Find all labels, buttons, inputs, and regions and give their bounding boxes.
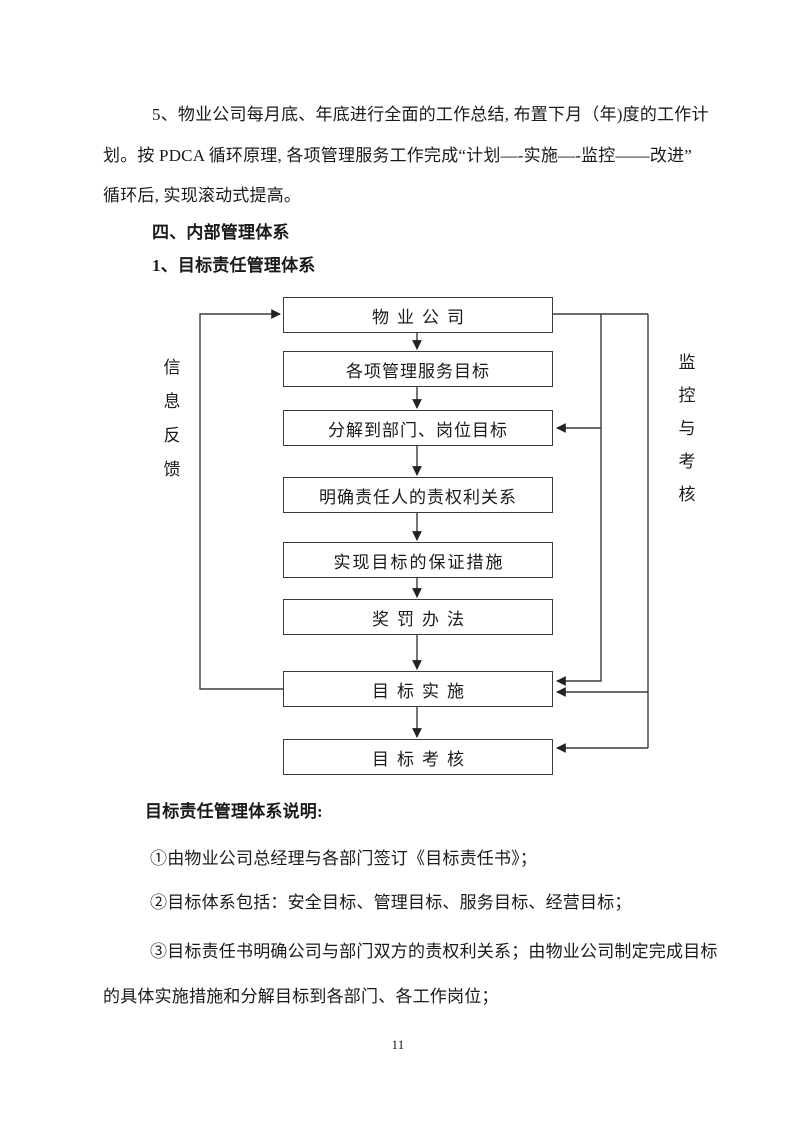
feedback-vertical-label: 信息反馈 <box>163 358 181 479</box>
notes-item-3-line-2: 的具体实施措施和分解目标到各部门、各工作岗位； <box>103 987 499 1006</box>
feedback-loop-line <box>199 309 283 690</box>
flow-box-goal-implementation: 目标实施 <box>283 671 553 707</box>
flow-box-reward-punishment: 奖罚办法 <box>283 599 553 635</box>
page-number: 11 <box>391 1037 405 1052</box>
flow-box-goal-assessment: 目标考核 <box>283 739 553 775</box>
flow-box-responsibility-relations: 明确责任人的责权利关系 <box>283 477 553 513</box>
flow-box-service-goals: 各项管理服务目标 <box>283 351 553 387</box>
notes-item-2: ②目标体系包括：安全目标、管理目标、服务目标、经营目标； <box>150 893 632 912</box>
monitoring-vertical-label: 监控与考核 <box>678 353 696 504</box>
sub-heading: 1、目标责任管理体系 <box>152 256 316 275</box>
monitoring-lines <box>553 313 649 753</box>
notes-title: 目标责任管理体系说明: <box>145 802 323 821</box>
paragraph-5-line-2: 划。按 PDCA 循环原理, 各项管理服务工作完成“计划—-实施—-监控——改进… <box>103 146 693 165</box>
notes-item-3-line-1: ③目标责任书明确公司与部门双方的责权利关系；由物业公司制定完成目标 <box>150 942 718 961</box>
paragraph-5-line-1: 5、物业公司每月底、年底进行全面的工作总结, 布置下月（年)度的工作计 <box>152 105 709 124</box>
notes-item-1: ①由物业公司总经理与各部门签订《目标责任书》； <box>150 849 538 868</box>
flow-box-decompose-goals: 分解到部门、岗位目标 <box>283 410 553 446</box>
flow-box-property-company: 物业公司 <box>283 297 553 333</box>
flow-box-guarantee-measures: 实现目标的保证措施 <box>283 542 553 578</box>
section-heading: 四、内部管理体系 <box>152 223 290 242</box>
paragraph-5-line-3: 循环后, 实现滚动式提高。 <box>103 186 302 205</box>
